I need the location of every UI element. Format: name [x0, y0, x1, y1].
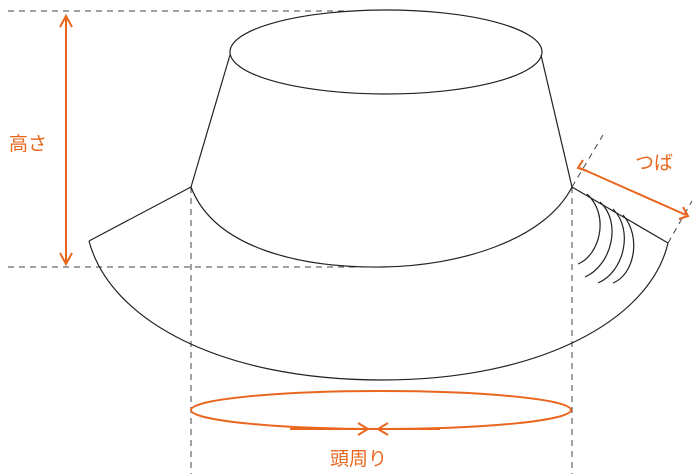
brim-arrow: [579, 167, 687, 216]
brim-label: つば: [635, 152, 674, 174]
guide-lines: [8, 10, 693, 474]
measurements: [59, 13, 690, 436]
brim-fold-line: [577, 193, 601, 265]
brim-inner-guide: [571, 134, 604, 188]
head-circumference-label: 頭周り: [330, 448, 388, 470]
brim-fold-line: [597, 208, 625, 284]
brim-left-edge: [88, 186, 192, 242]
brim-outer-guide: [667, 200, 693, 244]
head-arrowhead-left: [357, 422, 370, 436]
brim-arrowhead-end: [678, 206, 690, 220]
brim-right-edge: [571, 186, 669, 244]
crown-left-side: [190, 54, 231, 188]
crown-top: [229, 9, 543, 95]
brim-fold-line: [584, 201, 613, 278]
crown-base: [190, 186, 573, 268]
height-label: 高さ: [9, 133, 48, 155]
height-arrowhead-bottom: [59, 252, 73, 267]
height-arrowhead-top: [59, 13, 73, 28]
brim-arrowhead-start: [576, 159, 588, 172]
brim-fold-line: [612, 214, 635, 284]
head-circumference-ellipse: [190, 390, 572, 430]
head-arrowhead-right: [376, 422, 389, 436]
brim-outline: [88, 240, 669, 381]
crown-right-side: [540, 54, 573, 188]
hat-drawing: [88, 9, 669, 381]
